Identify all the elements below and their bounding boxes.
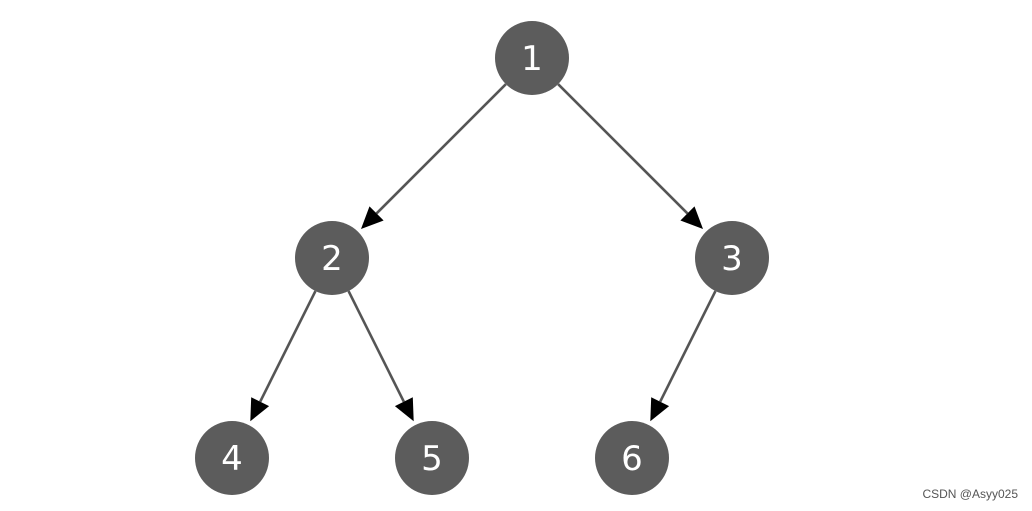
node-label: 1 xyxy=(521,39,543,79)
tree-node-3: 3 xyxy=(695,221,769,295)
tree-node-2: 2 xyxy=(295,221,369,295)
tree-node-5: 5 xyxy=(395,421,469,495)
node-circle xyxy=(595,421,669,495)
edge-1-3 xyxy=(557,83,689,215)
tree-node-4: 4 xyxy=(195,421,269,495)
node-circle xyxy=(395,421,469,495)
node-label: 4 xyxy=(221,439,243,479)
edge-3-6 xyxy=(659,290,717,403)
edge-1-2 xyxy=(375,83,507,215)
arrowhead-3-6 xyxy=(650,397,670,422)
node-label: 5 xyxy=(421,439,443,479)
node-circle xyxy=(295,221,369,295)
arrowhead-1-2 xyxy=(361,206,384,229)
node-circle xyxy=(195,421,269,495)
edges-layer xyxy=(250,83,717,422)
nodes-layer: 1 2 3 4 5 6 xyxy=(195,21,769,495)
node-label: 2 xyxy=(321,239,343,279)
edge-2-5 xyxy=(347,290,405,403)
tree-node-6: 6 xyxy=(595,421,669,495)
arrowhead-2-5 xyxy=(394,397,414,422)
node-label: 3 xyxy=(721,239,743,279)
node-label: 6 xyxy=(621,439,643,479)
edge-2-4 xyxy=(259,290,317,403)
arrowhead-2-4 xyxy=(250,397,270,422)
watermark: CSDN @Asyy025 xyxy=(922,487,1018,501)
node-circle xyxy=(495,21,569,95)
arrowhead-1-3 xyxy=(680,206,703,229)
node-circle xyxy=(695,221,769,295)
tree-node-1: 1 xyxy=(495,21,569,95)
